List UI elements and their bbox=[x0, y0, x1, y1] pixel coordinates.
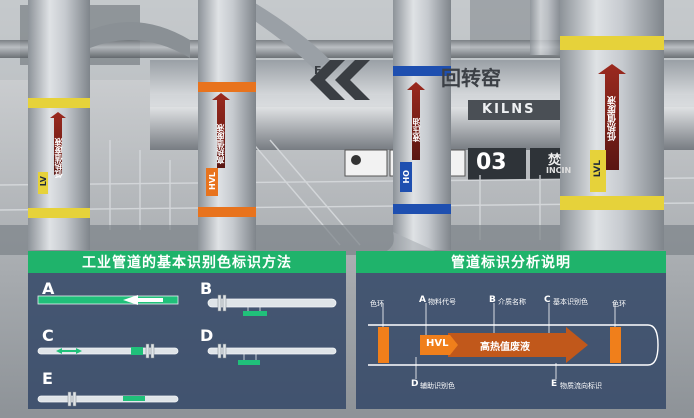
pipe4-code: LVL bbox=[593, 160, 603, 178]
legend-e-letter: E bbox=[551, 379, 558, 389]
method-b-pipe bbox=[207, 294, 337, 316]
method-c-letter: C bbox=[42, 326, 54, 345]
incin-label: INCIN bbox=[546, 166, 572, 175]
left-panel-title: 工业管道的基本识别色标识方法 bbox=[28, 251, 346, 273]
method-c-pipe bbox=[37, 343, 179, 359]
legend-e-label: 物质流向标识 bbox=[560, 382, 602, 390]
color-ring-left-label: 色环 bbox=[370, 300, 384, 308]
fire-label: 焚 bbox=[548, 153, 562, 168]
method-a-pipe bbox=[37, 295, 179, 305]
legend-a-letter: A bbox=[419, 295, 426, 305]
legend-b-label: 介质名称 bbox=[498, 298, 526, 306]
method-d-letter: D bbox=[200, 326, 214, 345]
wall-sign-prefix: FO bbox=[314, 64, 331, 77]
method-d-pipe bbox=[207, 343, 337, 365]
pipe1-flow-arrow bbox=[38, 112, 66, 194]
legend-c-letter: C bbox=[544, 295, 551, 305]
pipe4-flow-arrow bbox=[590, 64, 626, 192]
method-e-letter: E bbox=[42, 369, 53, 388]
area-number: 03 bbox=[476, 150, 507, 175]
color-ring-right-label: 色环 bbox=[612, 300, 626, 308]
pipe4-medium-tag: 低热值废液 bbox=[608, 96, 618, 141]
legend-b-letter: B bbox=[489, 295, 496, 305]
legend-d-letter: D bbox=[411, 379, 419, 389]
identification-methods-panel: 工业管道的基本识别色标识方法 bbox=[28, 251, 346, 409]
label-analysis-diagram bbox=[368, 303, 659, 379]
legend-d-label: 辅助识别色 bbox=[420, 382, 455, 390]
legend-a-label: 物料代号 bbox=[428, 298, 456, 306]
pipe3-code: HO bbox=[402, 170, 411, 184]
pipe1-code: LV bbox=[39, 176, 48, 187]
right-panel-title: 管道标识分析说明 bbox=[356, 251, 666, 273]
diagram-code: HVL bbox=[426, 338, 449, 349]
wall-sign-title: 回转窑 bbox=[441, 66, 501, 90]
pipe3-flow-arrow bbox=[400, 82, 425, 192]
diagram-medium: 高热值废液 bbox=[480, 342, 530, 353]
method-a-letter: A bbox=[42, 279, 55, 298]
kiln-chevron-sign bbox=[310, 60, 370, 100]
method-e-pipe bbox=[37, 391, 179, 407]
pipe-label-analysis-panel: 管道标识分析说明 色环 A 物料代号 B 介质名称 C 基本识别色 色环 HVL… bbox=[356, 251, 666, 409]
pipe3-medium-tag: 液压油 bbox=[412, 118, 421, 142]
pipe2-medium-tag: 高热值废液 bbox=[216, 124, 225, 164]
pipe2-code: HVL bbox=[208, 172, 217, 190]
wall-sign-kilns: KILNS bbox=[482, 102, 536, 117]
pipe2-flow-arrow bbox=[206, 93, 230, 196]
legend-c-label: 基本识别色 bbox=[553, 298, 588, 306]
method-b-letter: B bbox=[200, 279, 213, 298]
methods-diagram bbox=[37, 294, 337, 407]
pipe1-medium-tag: 低热值废液 bbox=[54, 138, 63, 178]
